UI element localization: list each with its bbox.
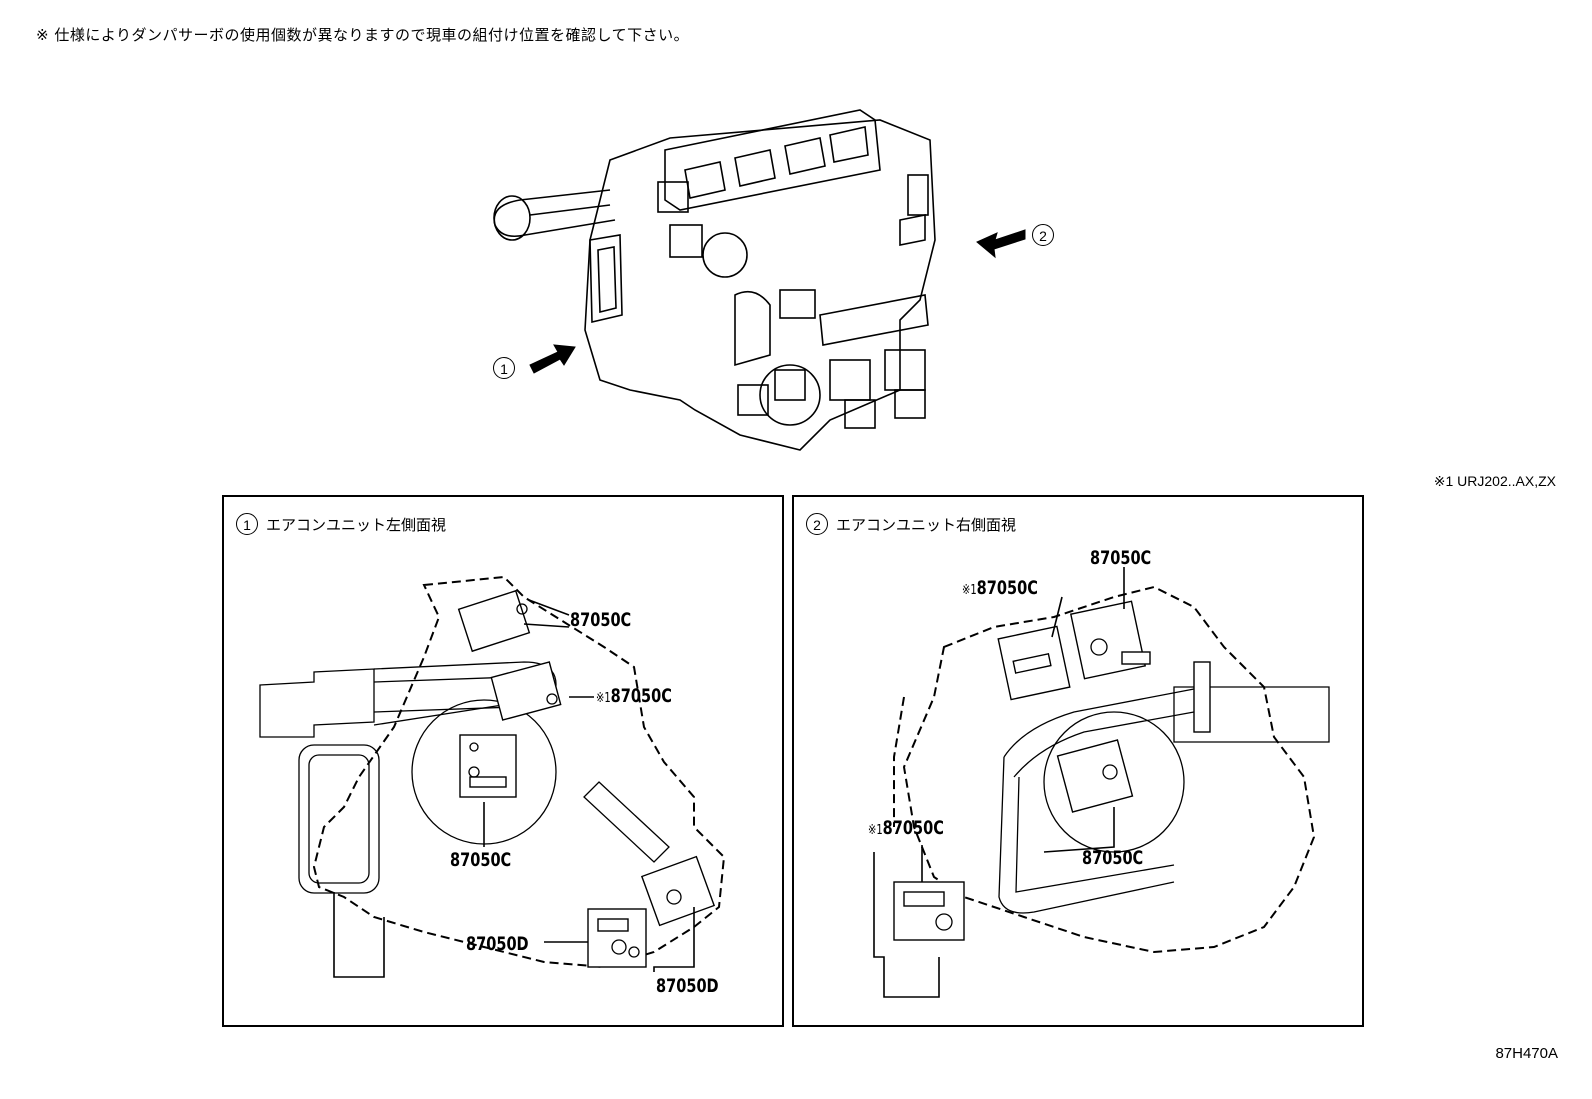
part-label-87050c-top-right: 87050C [1090,547,1152,569]
right-view-title: エアコンユニット右側面視 [836,515,1017,534]
part-label-87050c-center: 87050C [450,849,512,871]
specification-note: ※ 仕様によりダンパサーボの使用個数が異なりますので現車の組付け位置を確認して下… [36,26,690,44]
view-1-marker: 1 [493,357,515,379]
ac-unit-overview-drawing [493,109,1026,451]
drawing-id: 87H470A [1495,1045,1558,1062]
part-label-87050c-left-optional: ※187050C [868,817,944,839]
part-label-87050d-right: 87050D [656,975,719,997]
part-label-87050c-top-optional: ※187050C [962,577,1038,599]
right-side-view-drawing [873,567,1330,998]
right-view-heading: 2 エアコンユニット右側面視 [806,513,1016,535]
view-arrow-right [976,229,1026,259]
right-view-number: 2 [806,513,828,535]
view-2-marker: 2 [1032,224,1054,246]
part-label-87050c-center: 87050C [1082,847,1144,869]
part-label-87050d-left: 87050D [466,933,529,955]
part-label-87050c-upper-optional: ※187050C [596,685,672,707]
left-side-view-panel: 1 エアコンユニット左側面視 [222,495,784,1027]
right-side-view-panel: 2 エアコンユニット右側面視 87050C [792,495,1364,1027]
left-view-number: 1 [236,513,258,535]
left-side-view-drawing [259,575,726,978]
left-view-title: エアコンユニット左側面視 [266,515,447,534]
part-label-87050c-upper: 87050C [570,609,632,631]
applicability-footnote: ※1 URJ202..AX,ZX [1433,473,1556,489]
view-arrow-left [529,344,576,374]
left-view-heading: 1 エアコンユニット左側面視 [236,513,446,535]
